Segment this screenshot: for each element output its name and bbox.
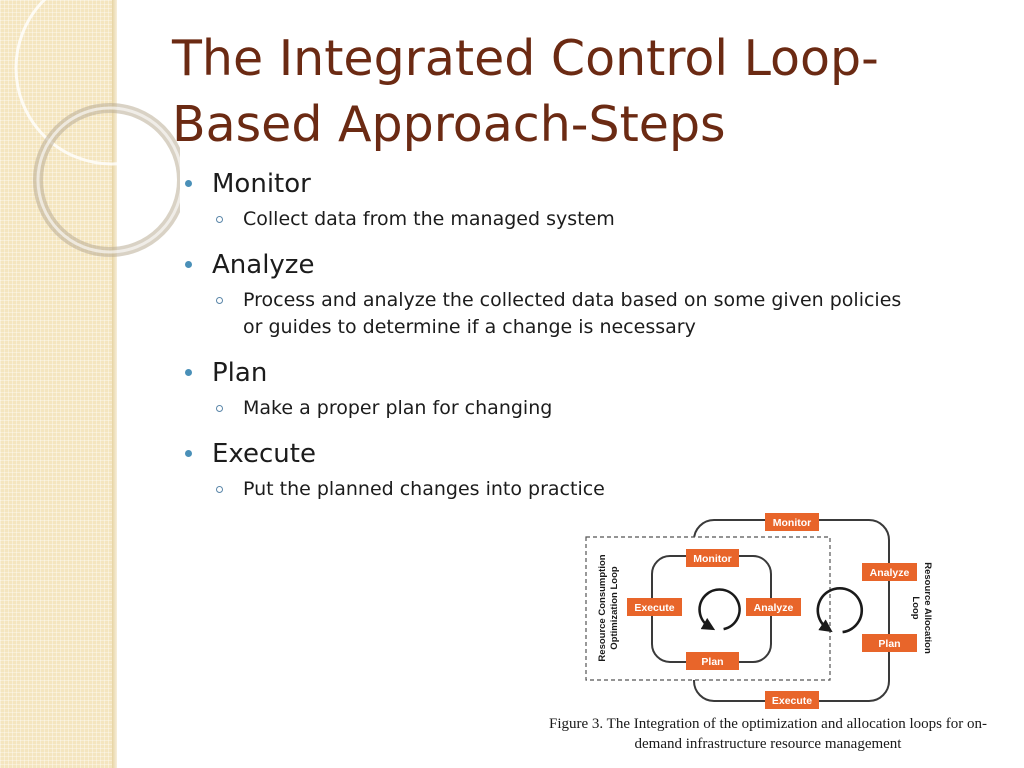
bullet-dot-icon: [185, 450, 192, 457]
sub-bullet-list: Process and analyze the collected data b…: [212, 287, 924, 341]
bullet-dot-icon: [185, 261, 192, 268]
outer-execute-label: Execute: [772, 695, 812, 707]
bullet-label: Execute: [212, 439, 316, 469]
decorative-circles: [14, 0, 180, 257]
inner-loop-label-line-2: Optimization Loop: [609, 566, 620, 650]
decorative-circle-ring: [36, 106, 180, 254]
sub-bullet-item: Make a proper plan for changing: [212, 395, 924, 422]
bullet-label: Monitor: [212, 169, 311, 199]
sub-bullet-list: Make a proper plan for changing: [212, 395, 924, 422]
bullet-list: Monitor Collect data from the managed sy…: [184, 166, 924, 517]
outer-execute-box-fill: [765, 691, 819, 709]
sub-bullet-label: Collect data from the managed system: [243, 208, 615, 230]
inner-monitor-label: Monitor: [693, 553, 732, 565]
bullet-label: Analyze: [212, 250, 315, 280]
outer-plan-label: Plan: [878, 638, 900, 650]
decorative-circle-large: [14, 0, 180, 166]
sub-bullet-item: Collect data from the managed system: [212, 206, 924, 233]
outer-plan-box: Plan: [862, 634, 917, 652]
bullet-dot-icon: [185, 180, 192, 187]
sub-bullet-ring-icon: [216, 486, 223, 493]
outer-loop-label-line-1: Resource Allocation: [922, 562, 933, 654]
outer-loop-clockwise-arrow-path: [816, 587, 864, 634]
sub-bullet-list: Collect data from the managed system: [212, 206, 924, 233]
inner-monitor-box: Monitor: [686, 549, 739, 567]
side-panel-edge: [112, 0, 117, 768]
sub-bullet-item: Process and analyze the collected data b…: [212, 287, 924, 341]
slide-title-line-2: Based Approach-Steps: [172, 96, 726, 153]
inner-plan-box: Plan: [686, 652, 739, 670]
inner-execute-label: Execute: [634, 602, 674, 614]
inner-analyze-box-fill: [746, 598, 801, 616]
outer-execute-box: Execute: [765, 691, 819, 709]
inner-loop-clockwise-arrow-icon: [698, 588, 741, 631]
inner-execute-box-fill: [627, 598, 682, 616]
sub-bullet-item: Put the planned changes into practice: [212, 476, 924, 503]
sub-bullet-ring-icon: [216, 405, 223, 412]
sub-bullet-list: Put the planned changes into practice: [212, 476, 924, 503]
inner-execute-box: Execute: [627, 598, 682, 616]
sub-bullet-ring-icon: [216, 216, 223, 223]
outer-analyze-box: Analyze: [862, 563, 917, 581]
outer-analyze-box-fill: [862, 563, 917, 581]
bullet-item-plan: Plan Make a proper plan for changing: [184, 355, 924, 422]
sub-bullet-ring-icon: [216, 297, 223, 304]
control-loop-diagram: Monitor Execute Analyze Plan Monitor: [585, 513, 933, 709]
inner-plan-label: Plan: [701, 656, 723, 668]
inner-analyze-box: Analyze: [746, 598, 801, 616]
bullet-item-monitor: Monitor Collect data from the managed sy…: [184, 166, 924, 233]
inner-monitor-box-fill: [686, 549, 739, 567]
slide-title-line-1: The Integrated Control Loop-: [172, 30, 879, 87]
control-loop-figure: Monitor Execute Analyze Plan Monitor: [528, 510, 1008, 760]
outer-loop-label-line-2: Loop: [910, 596, 921, 619]
figure-caption: Figure 3. The Integration of the optimiz…: [549, 716, 987, 752]
inner-analyze-label: Analyze: [754, 602, 794, 614]
inner-plan-box-fill: [686, 652, 739, 670]
bullet-label: Plan: [212, 358, 268, 388]
inner-loop-clockwise-arrow-path: [698, 588, 741, 631]
outer-monitor-box: Monitor: [765, 513, 819, 531]
slide-title: The Integrated Control Loop- Based Appro…: [172, 26, 1002, 158]
inner-loop-label-line-1: Resource Consumption: [597, 554, 608, 661]
outer-plan-box-fill: [862, 634, 917, 652]
bullet-item-analyze: Analyze Process and analyze the collecte…: [184, 247, 924, 341]
sub-bullet-label: Make a proper plan for changing: [243, 397, 553, 419]
outer-analyze-label: Analyze: [870, 567, 910, 579]
sub-bullet-label: Process and analyze the collected data b…: [243, 289, 902, 338]
bullet-item-execute: Execute Put the planned changes into pra…: [184, 436, 924, 503]
outer-monitor-label: Monitor: [773, 517, 812, 529]
bullet-dot-icon: [185, 369, 192, 376]
sub-bullet-label: Put the planned changes into practice: [243, 478, 605, 500]
outer-loop-clockwise-arrow-icon: [816, 587, 864, 634]
outer-monitor-box-fill: [765, 513, 819, 531]
